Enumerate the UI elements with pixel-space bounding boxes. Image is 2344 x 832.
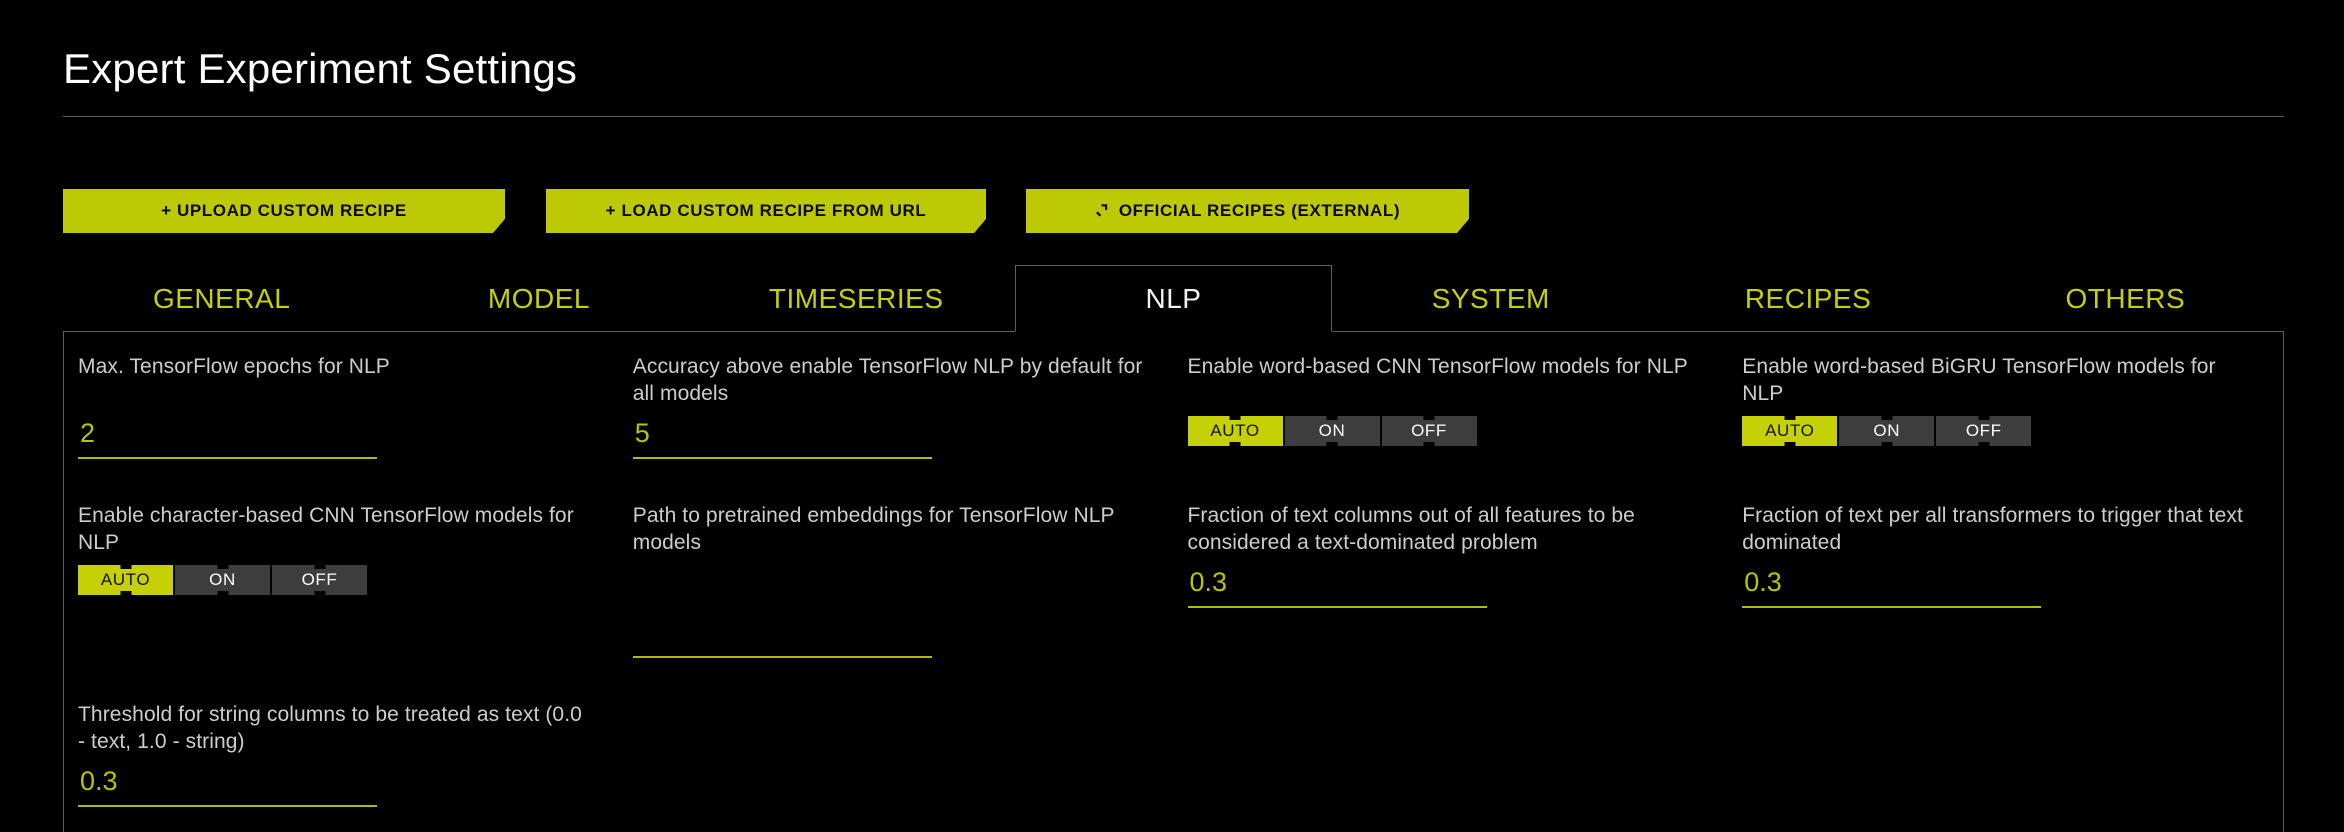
- upload-custom-recipe-button[interactable]: + UPLOAD CUSTOM RECIPE: [63, 189, 505, 233]
- accuracy-above-enable-nlp-label: Accuracy above enable TensorFlow NLP by …: [632, 355, 1143, 405]
- character-based-cnn-label: Enable character-based CNN TensorFlow mo…: [78, 504, 574, 554]
- nlp-settings-panel: Max. TensorFlow epochs for NLP Accuracy …: [63, 331, 2284, 832]
- fraction-text-columns-label: Fraction of text columns out of all feat…: [1187, 504, 1635, 554]
- word-based-bigru-option-off-label: OFF: [1965, 421, 2002, 440]
- word-based-cnn-label: Enable word-based CNN TensorFlow models …: [1187, 355, 1688, 378]
- tab-model-label: MODEL: [487, 283, 590, 314]
- load-custom-recipe-from-url-label: + LOAD CUSTOM RECIPE FROM URL: [605, 201, 927, 220]
- word-based-bigru-option-auto[interactable]: AUTO: [1742, 416, 1838, 446]
- settings-tabs: GENERAL MODEL TIMESERIES NLP SYSTEM RECI…: [63, 265, 2284, 332]
- character-based-cnn-segmented-control: AUTO ON OFF: [78, 565, 367, 595]
- word-based-cnn-option-off-label: OFF: [1411, 421, 1447, 440]
- character-based-cnn-option-on[interactable]: ON: [175, 565, 270, 595]
- external-link-arrow-icon: [1095, 203, 1110, 218]
- field-character-based-cnn: Enable character-based CNN TensorFlow mo…: [64, 503, 619, 658]
- recipe-actions-toolbar: + UPLOAD CUSTOM RECIPE + LOAD CUSTOM REC…: [63, 189, 1469, 233]
- tab-timeseries-label: TIMESERIES: [768, 283, 944, 314]
- field-fraction-text-transformers: Fraction of text per all transformers to…: [1728, 503, 2283, 658]
- field-max-tensorflow-epochs: Max. TensorFlow epochs for NLP: [64, 354, 619, 459]
- word-based-cnn-option-auto-label: AUTO: [1210, 421, 1260, 440]
- tab-system[interactable]: SYSTEM: [1332, 265, 1649, 332]
- word-based-bigru-option-off[interactable]: OFF: [1936, 416, 2032, 446]
- tab-general[interactable]: GENERAL: [63, 265, 380, 332]
- tab-nlp[interactable]: NLP: [1014, 265, 1333, 332]
- official-recipes-external-label: OFFICIAL RECIPES (EXTERNAL): [1118, 201, 1401, 220]
- load-custom-recipe-from-url-button[interactable]: + LOAD CUSTOM RECIPE FROM URL: [546, 189, 986, 233]
- word-based-cnn-option-off[interactable]: OFF: [1381, 416, 1477, 446]
- character-based-cnn-option-on-label: ON: [209, 570, 236, 589]
- field-word-based-bigru: Enable word-based BiGRU TensorFlow model…: [1728, 354, 2283, 459]
- word-based-bigru-segmented-control: AUTO ON OFF: [1742, 416, 2032, 446]
- field-pretrained-embeddings-path: Path to pretrained embeddings for Tensor…: [619, 503, 1174, 658]
- pretrained-embeddings-path-input[interactable]: [632, 612, 932, 658]
- nlp-settings-grid: Max. TensorFlow epochs for NLP Accuracy …: [64, 332, 2283, 832]
- word-based-cnn-option-auto[interactable]: AUTO: [1187, 416, 1283, 446]
- character-based-cnn-option-auto[interactable]: AUTO: [78, 565, 173, 595]
- word-based-bigru-option-on-label: ON: [1873, 421, 1901, 440]
- fraction-text-columns-input[interactable]: [1187, 562, 1487, 608]
- word-based-bigru-label: Enable word-based BiGRU TensorFlow model…: [1742, 355, 2216, 405]
- character-based-cnn-option-auto-label: AUTO: [100, 570, 151, 589]
- field-accuracy-above-enable-nlp: Accuracy above enable TensorFlow NLP by …: [619, 354, 1174, 459]
- max-tensorflow-epochs-input[interactable]: [78, 413, 377, 459]
- field-fraction-text-columns: Fraction of text columns out of all feat…: [1174, 503, 1729, 658]
- tab-recipes-label: RECIPES: [1744, 283, 1872, 314]
- tab-recipes[interactable]: RECIPES: [1649, 265, 1966, 332]
- field-word-based-cnn: Enable word-based CNN TensorFlow models …: [1174, 354, 1729, 459]
- fraction-text-transformers-label: Fraction of text per all transformers to…: [1742, 504, 2243, 554]
- tab-general-label: GENERAL: [152, 283, 291, 314]
- word-based-bigru-option-auto-label: AUTO: [1765, 421, 1815, 440]
- character-based-cnn-option-off-label: OFF: [301, 570, 338, 589]
- accuracy-above-enable-nlp-input[interactable]: [632, 413, 932, 459]
- tab-system-label: SYSTEM: [1431, 283, 1550, 314]
- word-based-cnn-segmented-control: AUTO ON OFF: [1187, 416, 1477, 446]
- string-column-threshold-input[interactable]: [78, 761, 377, 807]
- fraction-text-transformers-input[interactable]: [1742, 562, 2042, 608]
- title-divider: [63, 116, 2284, 117]
- field-string-column-threshold: Threshold for string columns to be treat…: [64, 702, 619, 807]
- upload-custom-recipe-label: + UPLOAD CUSTOM RECIPE: [161, 201, 407, 220]
- tab-others-label: OTHERS: [2065, 283, 2186, 314]
- official-recipes-external-button[interactable]: OFFICIAL RECIPES (EXTERNAL): [1026, 189, 1469, 233]
- page-title: Expert Experiment Settings: [63, 45, 578, 92]
- tab-nlp-label: NLP: [1145, 282, 1202, 314]
- word-based-cnn-option-on-label: ON: [1318, 421, 1346, 440]
- word-based-cnn-option-on[interactable]: ON: [1284, 416, 1380, 446]
- pretrained-embeddings-path-label: Path to pretrained embeddings for Tensor…: [632, 504, 1115, 554]
- character-based-cnn-option-off[interactable]: OFF: [272, 565, 367, 595]
- tab-others[interactable]: OTHERS: [1967, 265, 2284, 332]
- tab-model[interactable]: MODEL: [380, 265, 697, 332]
- tab-timeseries[interactable]: TIMESERIES: [698, 265, 1015, 332]
- string-column-threshold-label: Threshold for string columns to be treat…: [78, 703, 582, 753]
- word-based-bigru-option-on[interactable]: ON: [1839, 416, 1935, 446]
- max-tensorflow-epochs-label: Max. TensorFlow epochs for NLP: [78, 355, 390, 378]
